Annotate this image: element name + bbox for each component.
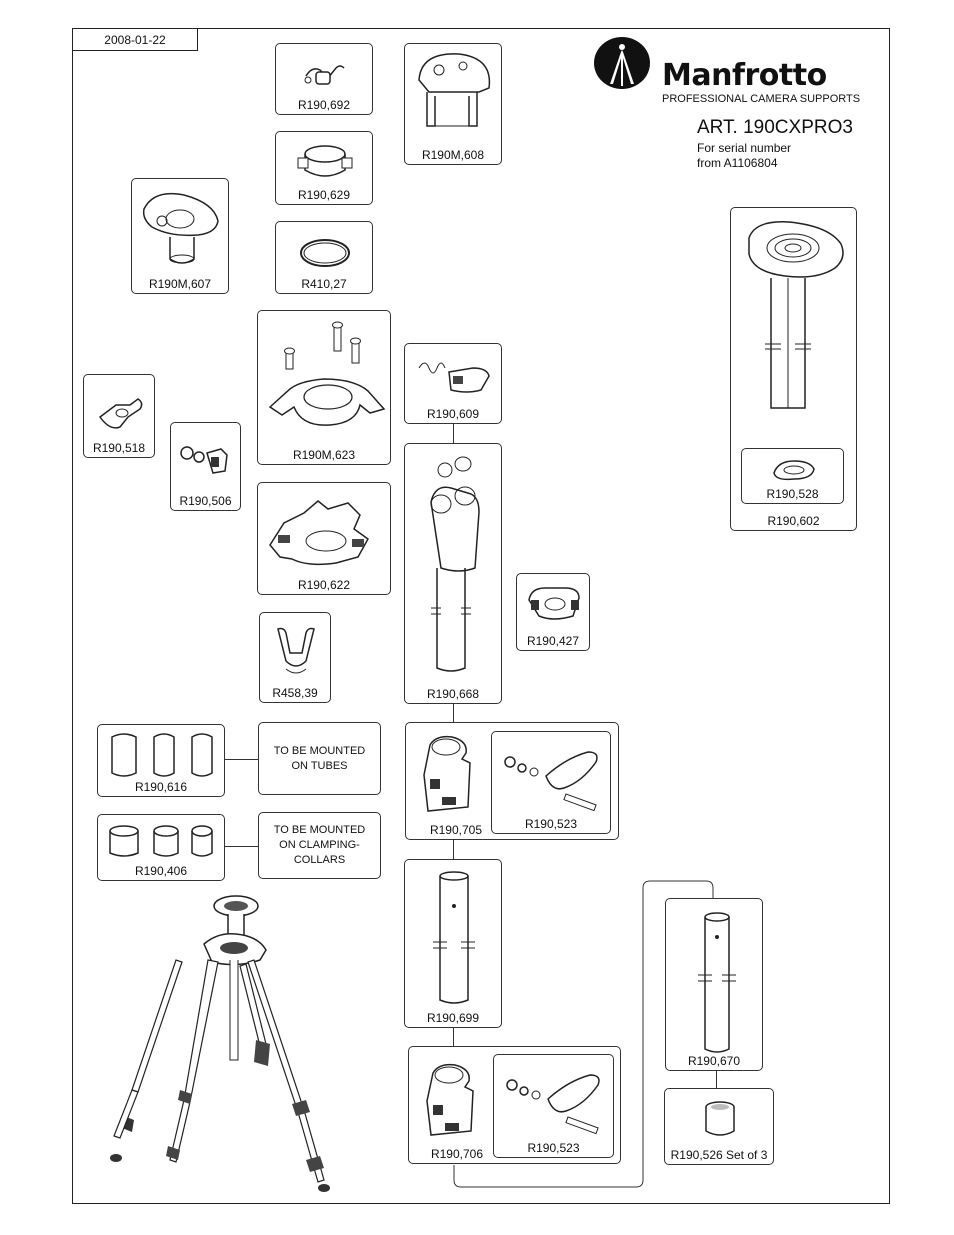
leg-angle-selector-icon	[142, 192, 219, 264]
part-r190-629[interactable]: R190,629	[275, 131, 373, 205]
part-number: R190,518	[92, 441, 146, 455]
part-r458-39[interactable]: R458,39	[259, 612, 331, 703]
serial-info: For serial number from A1106804	[697, 141, 791, 171]
connector-line	[224, 846, 259, 847]
center-column-icon	[748, 221, 844, 409]
part-r190-692[interactable]: R190,692	[275, 43, 373, 115]
collar-bushings-icon	[109, 825, 213, 857]
part-number: R190,602	[767, 514, 820, 528]
part-r190-528[interactable]: R190,528	[741, 448, 844, 504]
part-number: R190,406	[134, 864, 188, 878]
hook-ring-icon	[773, 460, 815, 481]
wing-knob-icon	[98, 398, 143, 429]
connector-line	[224, 759, 259, 760]
part-r190m-607[interactable]: R190M,607	[131, 178, 229, 294]
part-r190-602[interactable]: R190,602 R190,528	[730, 207, 857, 531]
part-number: R190,523	[527, 1141, 580, 1155]
part-number: R190,506	[179, 494, 232, 508]
tube-bushings-icon	[111, 733, 213, 777]
part-number: R190,523	[524, 817, 578, 831]
part-number: R190,622	[297, 578, 351, 592]
lower-spider-casting-icon	[269, 500, 369, 566]
routing-line	[453, 880, 714, 1188]
part-r190-622[interactable]: R190,622	[257, 482, 391, 595]
tripod-illustration	[110, 895, 330, 1192]
middle-leg-tube-icon	[433, 871, 475, 1004]
part-r190-523[interactable]: R190,523	[493, 1054, 614, 1158]
part-r190m-608[interactable]: R190M,608	[404, 43, 502, 165]
foot-clip-icon	[277, 627, 315, 674]
connector-line	[716, 1071, 717, 1089]
part-r190-705[interactable]: R190,705 R190,523	[405, 722, 619, 840]
spring-lever-icon	[418, 362, 490, 393]
part-r190-668[interactable]: R190,668	[404, 443, 502, 704]
part-number: R190,616	[134, 780, 188, 794]
lower-leg-tube-icon	[698, 912, 736, 1053]
drawing-frame	[72, 28, 890, 1204]
part-r190-506[interactable]: R190,506	[170, 422, 241, 511]
connector-line	[453, 839, 454, 859]
part-r190-670[interactable]: R190,670	[665, 898, 763, 1071]
rubber-foot-icon	[705, 1101, 735, 1136]
part-number: R190,668	[426, 687, 480, 701]
serial-line-2: from A1106804	[697, 156, 778, 170]
connector-line	[453, 424, 454, 443]
article-number: ART. 190CXPRO3	[697, 117, 853, 138]
part-number: R190M,607	[148, 277, 212, 291]
part-number: R190,692	[297, 98, 351, 112]
note-line: ON TUBES	[291, 759, 348, 772]
part-number: R190M,608	[421, 148, 485, 162]
top-casting-icon	[418, 53, 491, 127]
note-line: TO BE MOUNTED	[273, 824, 366, 836]
leg-lock-collar-icon	[423, 735, 471, 812]
part-number: R190,609	[426, 407, 480, 421]
part-r190-523[interactable]: R190,523	[491, 731, 611, 834]
part-r190m-623[interactable]: R190M,623	[257, 310, 391, 465]
part-number: R190,427	[526, 634, 580, 648]
part-r190-518[interactable]: R190,518	[83, 374, 155, 458]
part-number: R458,39	[272, 686, 318, 700]
note-mounted-on-clamping-collars: TO BE MOUNTED ON CLAMPING-COLLARS	[258, 812, 381, 879]
spider-casting-with-screws-icon	[268, 321, 386, 426]
part-r190-699[interactable]: R190,699	[404, 859, 502, 1028]
connector-line	[453, 704, 454, 722]
note-line: ON CLAMPING-COLLARS	[279, 839, 360, 866]
clamp-collar-icon	[297, 145, 353, 177]
part-r190-616[interactable]: R190,616	[97, 724, 225, 797]
part-number: R410,27	[301, 277, 347, 291]
part-r410-27[interactable]: R410,27	[275, 221, 373, 294]
part-number: R190,528	[766, 487, 819, 501]
part-number: R190M,623	[292, 448, 356, 462]
leg-lock-collar-icon	[426, 1063, 474, 1136]
lever-lock-kit-icon	[506, 1074, 600, 1135]
brand-tagline: PROFESSIONAL CAMERA SUPPORTS	[662, 93, 861, 105]
part-number: R190,526 Set of 3	[670, 1148, 768, 1162]
revision-date: 2008-01-22	[72, 28, 198, 51]
serial-line-1: For serial number	[697, 141, 792, 155]
connector-line	[453, 1028, 454, 1046]
brand-name: Manfrotto	[662, 58, 827, 93]
o-ring-icon	[300, 239, 350, 267]
note-mounted-on-tubes: TO BE MOUNTED ON TUBES	[258, 722, 381, 795]
part-number: R190,699	[426, 1011, 480, 1025]
manfrotto-logo-icon	[594, 37, 650, 89]
part-r190-609[interactable]: R190,609	[404, 343, 502, 424]
part-r190-427[interactable]: R190,427	[516, 573, 590, 651]
leg-tube-with-collar-icon	[430, 456, 480, 672]
part-number: R190,705	[429, 823, 483, 837]
part-number: R190,670	[687, 1054, 741, 1068]
part-number: R190,629	[297, 188, 351, 202]
note-line: TO BE MOUNTED	[273, 744, 366, 757]
nut-and-lever-icon	[180, 446, 228, 474]
part-r190-706[interactable]: R190,706 R190,523	[408, 1046, 621, 1164]
part-r190-526[interactable]: R190,526 Set of 3	[664, 1088, 774, 1165]
hook-clamp-icon	[528, 587, 580, 620]
lever-lock-kit-icon	[504, 751, 598, 812]
part-number: R190,706	[430, 1147, 484, 1161]
clip-spring-icon	[304, 65, 345, 85]
part-r190-406[interactable]: R190,406	[97, 814, 225, 881]
